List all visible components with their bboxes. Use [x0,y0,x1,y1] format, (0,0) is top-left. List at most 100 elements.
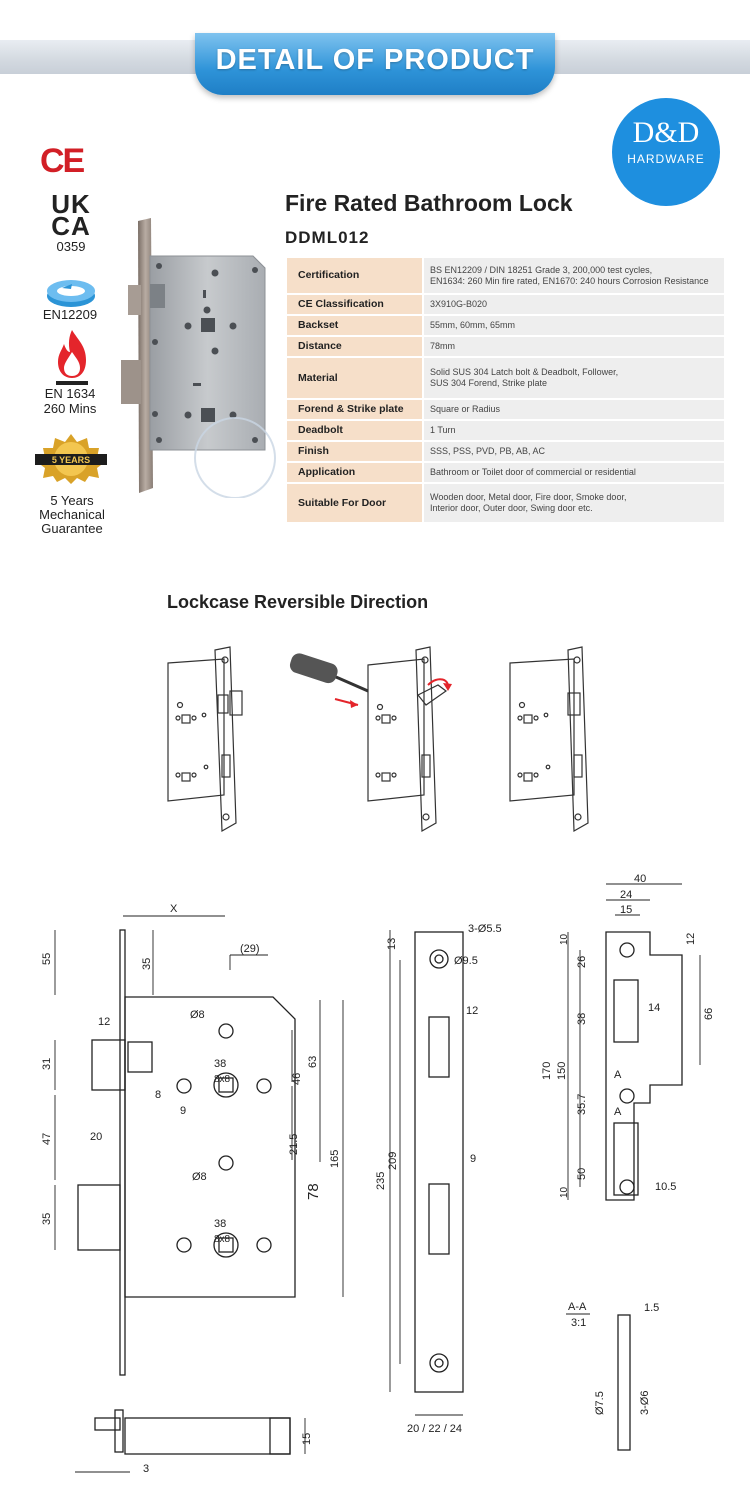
strike-dim-15: 15 [620,904,632,916]
dim-9: 9 [180,1105,186,1117]
ukca-mark: UK CA 0359 [45,191,97,254]
lockcase-middle [367,646,448,833]
forend-dim-13: 13 [386,938,398,950]
section-dim-3-6: 3-Ø6 [639,1391,651,1415]
fire-label-2: 260 Mins [43,401,97,416]
spec-value-line: BS EN12209 / DIN 18251 Grade 3, 200,000 … [430,264,653,275]
dim-55: 55 [41,953,53,965]
brand-logo: D&D HARDWARE [612,98,720,206]
spec-label: Application [287,462,423,484]
dim-35b: 35 [41,1213,53,1225]
spec-table: Certification BS EN12209 / DIN 18251 Gra… [287,258,724,524]
ukca-bottom: CA [51,211,91,241]
spec-value: Square or Radius [422,399,724,421]
spec-value-line: SUS 304 Forend, Strike plate [430,378,548,388]
banner-tab [195,33,555,95]
spec-row: Material Solid SUS 304 Latch bolt & Dead… [287,357,724,400]
en12209-cycle-icon [47,280,95,307]
spec-value: 1 Turn [422,420,724,442]
forend-dim-9: 9 [470,1153,476,1165]
strike-dim-14: 14 [648,1002,660,1014]
guarantee-badge-icon: 5 YEARS [35,434,107,484]
spec-label: Deadbolt [287,420,423,442]
spec-row: Application Bathroom or Toilet door of c… [287,462,724,484]
lockcase-right [509,646,589,833]
spec-row: Certification BS EN12209 / DIN 18251 Gra… [287,258,724,295]
spec-value-line: SSS, PSS, PVD, PB, AB, AC [430,446,546,456]
ukca-number: 0359 [56,239,86,254]
ce-mark-icon: CE [40,142,85,180]
spec-value-line: Interior door, Outer door, Swing door et… [430,503,593,513]
strike-dim-40: 40 [634,873,646,885]
dim-38a: 38 [214,1058,226,1070]
dim-dia8a: Ø8 [190,1009,205,1021]
forend-dim-width: 20 / 22 / 24 [407,1423,462,1435]
dim-8: 8 [155,1089,161,1101]
spec-row: Deadbolt 1 Turn [287,420,724,442]
logo-subtitle: HARDWARE [627,152,705,166]
spec-value-line: 1 Turn [430,425,456,435]
spec-row: Distance 78mm [287,336,724,358]
spec-label: CE Classification [287,294,423,316]
dim-47: 47 [41,1133,53,1145]
section-dim-7-5: Ø7.5 [594,1391,606,1415]
spec-row: Backset 55mm, 60mm, 65mm [287,315,724,337]
spec-row: CE Classification 3X910G-B020 [287,294,724,316]
strike-dim-35-7: 35.7 [576,1094,588,1115]
dim-20: 20 [90,1131,102,1143]
dim-165: 165 [329,1150,341,1168]
spec-value-line: Bathroom or Toilet door of commercial or… [430,467,636,477]
strike-label-a1: A [614,1069,622,1081]
technical-drawing: X (29) 55 35 12 31 47 20 35 Ø8 38 8x8 8 … [41,873,715,1475]
strike-dim-10a: 10 [559,933,570,945]
spec-value-line: Square or Radius [430,404,501,414]
spec-value: Wooden door, Metal door, Fire door, Smok… [422,483,724,524]
section-dim-1-5: 1.5 [644,1302,659,1314]
guarantee-label-1: 5 Years [50,493,94,508]
spec-value-line: EN1634: 260 Min fire rated, EN1670: 240 … [430,275,709,286]
dim-8x8a: 8x8 [214,1074,231,1085]
reversible-diagram [167,646,589,833]
fire-label-1: EN 1634 [44,386,96,401]
lockcase-left [167,646,243,833]
spec-value: 78mm [422,336,724,358]
spec-value: 3X910G-B020 [422,294,724,316]
spec-label: Suitable For Door [287,483,423,524]
spec-value-line: Solid SUS 304 Latch bolt & Deadbolt, Fol… [430,367,619,377]
dim-3: 3 [143,1463,149,1475]
spec-value-line: Wooden door, Metal door, Fire door, Smok… [430,492,627,502]
strike-dim-66: 66 [703,1008,715,1020]
product-model: DDML012 [285,228,370,247]
dim-78: 78 [305,1183,322,1200]
strike-dim-38: 38 [576,1013,588,1025]
spec-value-line: 55mm, 60mm, 65mm [430,320,516,330]
guarantee-label-3: Guarantee [41,521,103,536]
dim-12a: 12 [98,1016,110,1028]
dim-29: (29) [240,943,260,955]
strike-dim-170: 170 [541,1062,553,1080]
spec-row: Finish SSS, PSS, PVD, PB, AB, AC [287,441,724,463]
strike-dim-150: 150 [556,1062,568,1080]
strike-dim-12: 12 [685,933,697,945]
spec-value: Solid SUS 304 Latch bolt & Deadbolt, Fol… [422,357,724,400]
spec-value-line: 3X910G-B020 [430,299,488,309]
spec-value: SSS, PSS, PVD, PB, AB, AC [422,441,724,463]
spec-value-line: 78mm [430,341,456,351]
guarantee-label-2: Mechanical [39,507,105,522]
spec-label: Backset [287,315,423,337]
lock-body-drawing [77,929,296,1455]
spec-label: Certification [287,258,423,295]
strike-dim-50: 50 [576,1168,588,1180]
spec-value: BS EN12209 / DIN 18251 Grade 3, 200,000 … [422,258,724,295]
dim-dia8b: Ø8 [192,1171,207,1183]
dim-46: 46 [291,1073,303,1085]
forend-dim-9-5: Ø9.5 [454,955,478,967]
spec-row: Suitable For Door Wooden door, Metal doo… [287,483,724,524]
spec-label: Forend & Strike plate [287,399,423,421]
forend-drawing [414,931,464,1393]
product-title: Fire Rated Bathroom Lock [285,190,573,216]
dim-35a: 35 [141,958,153,970]
spec-value: Bathroom or Toilet door of commercial or… [422,462,724,484]
reversible-title: Lockcase Reversible Direction [167,592,429,612]
spec-label: Finish [287,441,423,463]
